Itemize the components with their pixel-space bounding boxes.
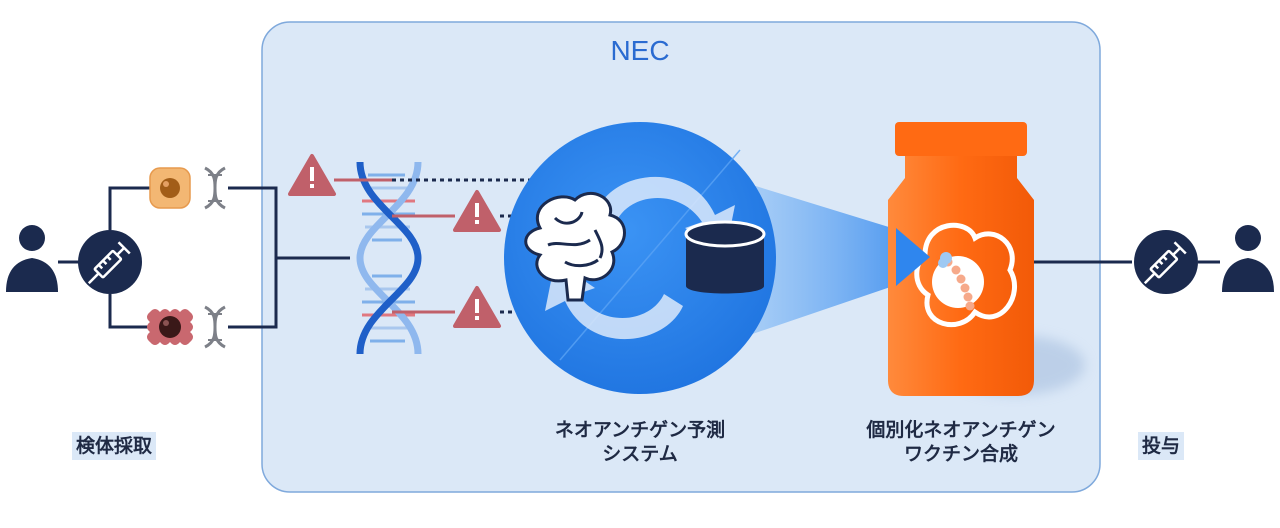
org-label: NEC: [610, 35, 670, 66]
specimen-branch-lines: [108, 186, 350, 329]
patient-right-icon: [1222, 225, 1274, 292]
specimen-label: 検体採取: [72, 432, 157, 460]
dna-icon-upper: [204, 166, 226, 210]
prediction-system-label: ネオアンチゲン予測 システム: [520, 418, 760, 466]
warning-icon-3: [453, 286, 501, 328]
normal-cell-icon: [149, 167, 191, 209]
syringe-left-icon: [78, 230, 142, 294]
vaccine-label-line1: 個別化ネオアンチゲン: [866, 419, 1056, 441]
dna-icon-lower: [204, 305, 226, 349]
vaccine-vial-icon: [888, 122, 1085, 396]
administration-label: 投与: [1138, 432, 1185, 460]
tumor-cell-icon: [147, 309, 193, 345]
beam-arrowhead: [896, 228, 930, 286]
syringe-right-icon: [1134, 230, 1198, 294]
prediction-system-label-line1: ネオアンチゲン予測: [554, 419, 726, 441]
dna-helix-icon: [356, 161, 422, 355]
patient-left-icon: [6, 225, 58, 292]
warning-icon-1: [288, 154, 336, 196]
database-icon: [684, 220, 766, 294]
warning-icon-2: [453, 190, 501, 232]
prediction-system-label-line2: システム: [602, 443, 678, 465]
vaccine-label: 個別化ネオアンチゲン ワクチン合成: [828, 418, 1094, 466]
brain-icon: [524, 191, 626, 302]
vaccine-label-line2: ワクチン合成: [903, 443, 1018, 465]
